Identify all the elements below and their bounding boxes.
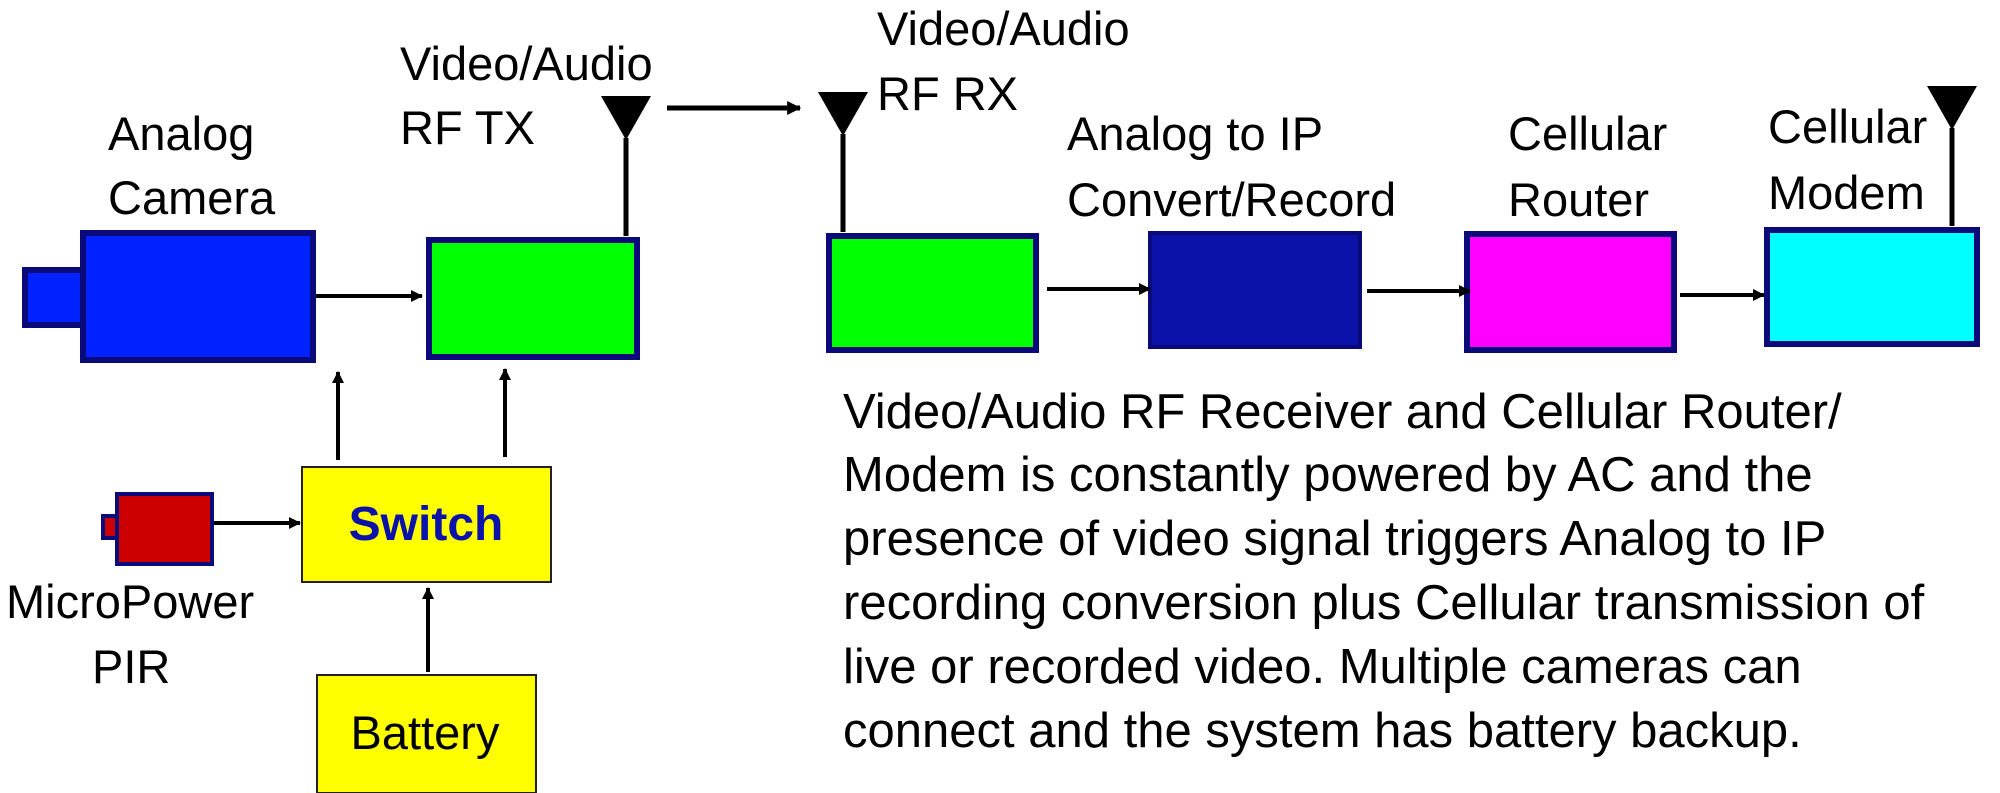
modem-antenna-icon: [1927, 86, 1977, 130]
camera-label-line1: Analog: [108, 107, 254, 160]
rx-antenna-icon: [818, 92, 868, 136]
pir-label-line2: PIR: [92, 640, 170, 693]
analog-camera: [22, 230, 316, 363]
rx-label-line1: Video/Audio: [877, 2, 1130, 55]
tx-label-line1: Video/Audio: [400, 37, 653, 90]
tx-antenna-icon: [601, 96, 651, 140]
description-line: presence of video signal triggers Analog…: [843, 512, 1826, 566]
description-line: Modem is constantly powered by AC and th…: [843, 448, 1813, 502]
rf-receiver: [826, 233, 1039, 353]
modem-label-line2: Modem: [1768, 166, 1925, 219]
cellular-modem: [1764, 227, 1980, 347]
power-switch: [301, 466, 552, 583]
modem-label-line1: Cellular: [1768, 100, 1927, 153]
rx-label-line2: RF RX: [877, 67, 1018, 120]
pir-sensor-tab: [101, 514, 119, 540]
analog-to-ip-converter: [1148, 231, 1362, 349]
description-paragraph: Video/Audio RF Receiver and Cellular Rou…: [843, 385, 1925, 758]
battery-label: Battery: [351, 706, 500, 759]
description-line: connect and the system has battery backu…: [843, 704, 1802, 758]
router-label-line2: Router: [1508, 173, 1649, 226]
router-label-line1: Cellular: [1508, 107, 1667, 160]
converter-label-line2: Convert/Record: [1067, 173, 1396, 226]
rf-transmitter: [426, 237, 640, 360]
battery: [316, 674, 537, 793]
cellular-router: [1464, 231, 1677, 353]
pir-sensor: [115, 492, 214, 566]
pir-label-line1: MicroPower: [6, 575, 254, 628]
camera-body: [80, 230, 316, 363]
description-line: recording conversion plus Cellular trans…: [843, 576, 1925, 630]
camera-lens: [22, 267, 86, 328]
camera-label-line2: Camera: [108, 171, 276, 224]
description-line: Video/Audio RF Receiver and Cellular Rou…: [843, 385, 1842, 439]
description-line: live or recorded video. Multiple cameras…: [843, 640, 1802, 694]
tx-label-line2: RF TX: [400, 101, 535, 154]
switch-label: Switch: [349, 498, 504, 551]
converter-label-line1: Analog to IP: [1067, 107, 1323, 160]
